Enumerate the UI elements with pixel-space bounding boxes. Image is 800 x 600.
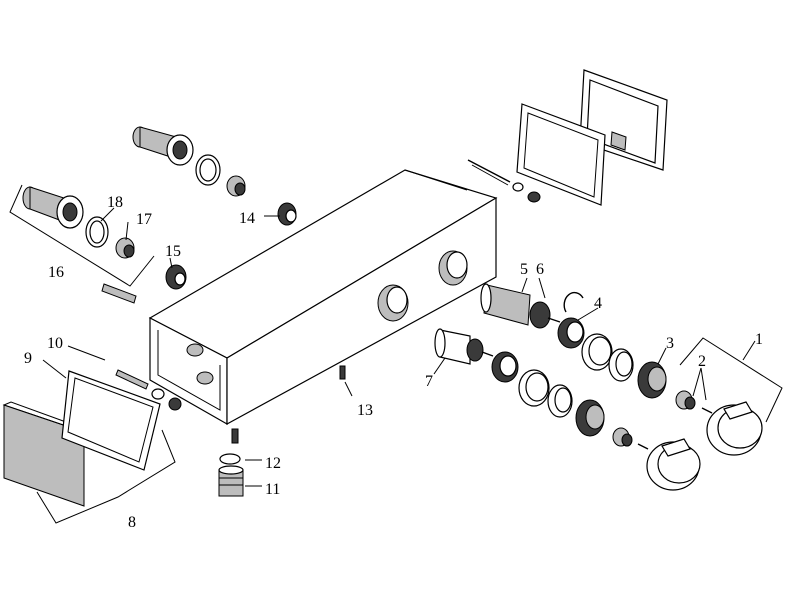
callout-8: 8 [128, 514, 136, 531]
clip-4-part [557, 291, 585, 349]
upper-valve-assembly [132, 126, 297, 226]
lower-nut-part [575, 399, 605, 437]
adapter-2-part [675, 390, 713, 414]
callout-14: 14 [239, 210, 255, 227]
callout-16: 16 [48, 264, 64, 281]
cover-plate-part [516, 103, 606, 206]
callout-2: 2 [698, 353, 706, 370]
cartridge-5-6 [480, 283, 561, 329]
lower-rings-part [491, 351, 573, 418]
callout-13: 13 [357, 402, 373, 419]
callout-10: 10 [47, 335, 63, 352]
gasket-frame-part [61, 370, 161, 471]
main-box-body [148, 169, 498, 426]
callout-1: 1 [755, 331, 763, 348]
lower-valve-assembly [9, 184, 187, 290]
pin-13-part [339, 365, 346, 380]
left-screw-part [101, 283, 137, 304]
lower-handle-part [646, 438, 701, 491]
top-screw-part [467, 159, 541, 203]
leader-lines [36, 207, 783, 524]
callout-11: 11 [265, 481, 280, 498]
seal-12-part [219, 453, 241, 465]
callout-7: 7 [425, 373, 433, 390]
lower-adapter-part [612, 427, 649, 450]
handle-1-part [706, 401, 763, 456]
callout-9: 9 [24, 350, 32, 367]
nut-3-part [637, 361, 667, 399]
fitting-11-part [218, 465, 244, 497]
callout-18: 18 [107, 194, 123, 211]
callout-4: 4 [594, 295, 602, 312]
callout-3: 3 [666, 335, 674, 352]
ring-part [581, 333, 634, 382]
callout-6: 6 [536, 261, 544, 278]
callout-labels: 1 2 3 4 5 6 7 8 9 10 11 12 13 14 15 16 1… [24, 194, 763, 531]
pin-bottom-part [231, 428, 239, 444]
callout-15: 15 [165, 243, 181, 260]
cover-screw-part [115, 369, 182, 411]
callout-17: 17 [136, 211, 152, 228]
callout-12: 12 [265, 455, 281, 472]
cartridge-7 [434, 328, 494, 365]
callout-5: 5 [520, 261, 528, 278]
